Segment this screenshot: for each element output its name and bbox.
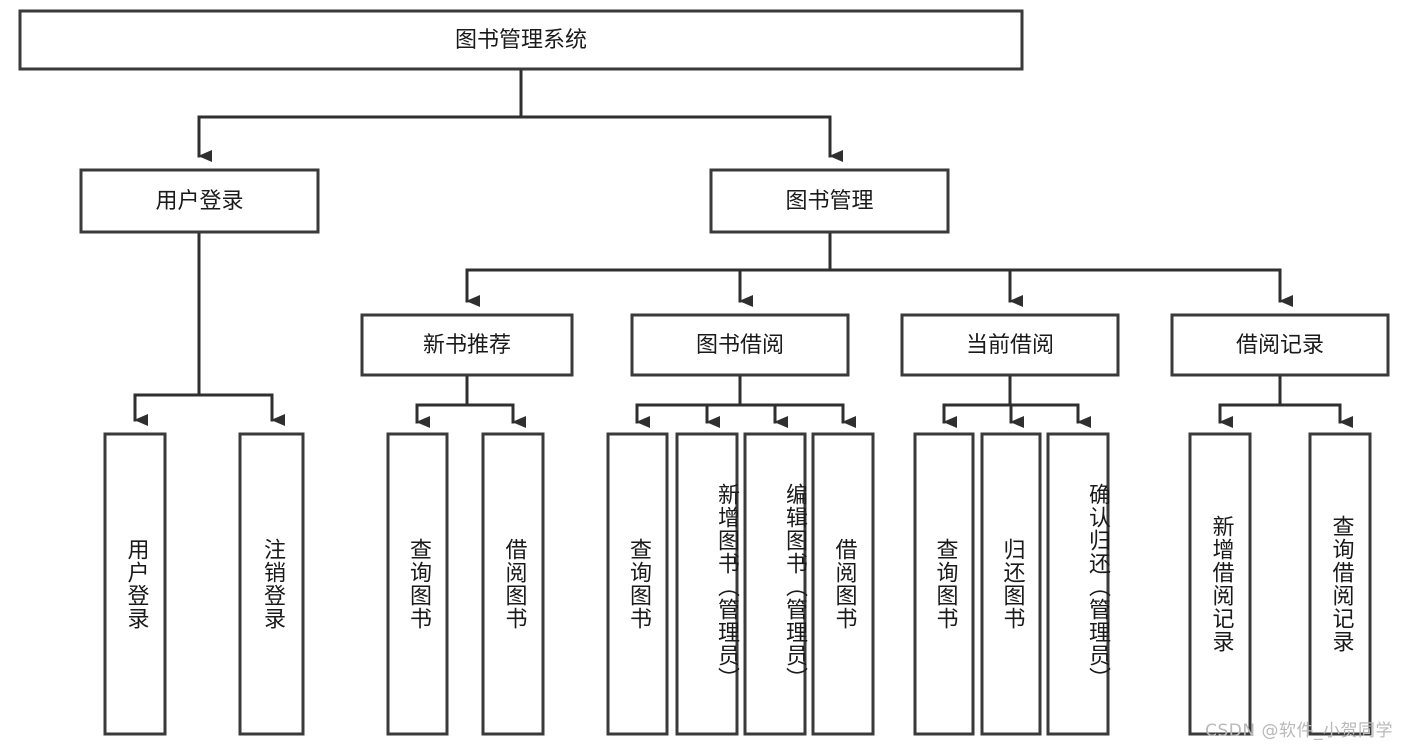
node-leaf-add-borrow-record-box[interactable] [1188, 432, 1252, 736]
node-leaf-query-borrow-record-box[interactable] [1308, 432, 1372, 736]
node-current-borrow-label: 当前借阅 [966, 333, 1054, 358]
csdn-watermark: CSDN @软件_小贺同学 [1205, 721, 1393, 741]
node-user-login-label: 用户登录 [155, 189, 243, 214]
node-book-manage[interactable]: 图书管理 [709, 168, 950, 234]
connector-group-borrow-record [1218, 373, 1353, 428]
node-leaf-return-book-box[interactable] [980, 432, 1042, 736]
connector-group-book-manage [465, 230, 1293, 307]
node-root-label: 图书管理系统 [455, 28, 587, 53]
node-book-borrow-box[interactable] [630, 313, 850, 377]
connector-group-new-book-recommend [415, 373, 526, 428]
node-book-manage-box[interactable] [709, 168, 950, 234]
node-borrow-record-label: 借阅记录 [1236, 333, 1324, 358]
node-leaf-query-book-rec-box[interactable] [386, 432, 449, 736]
node-new-book-recommend-label: 新书推荐 [423, 333, 511, 358]
node-root[interactable]: 图书管理系统 [18, 9, 1024, 71]
node-borrow-record-box[interactable] [1170, 313, 1390, 377]
node-new-book-recommend[interactable]: 新书推荐 [360, 313, 574, 377]
node-book-manage-label: 图书管理 [785, 189, 873, 214]
connector-group-book-borrow [635, 373, 856, 428]
node-borrow-record[interactable]: 借阅记录 [1170, 313, 1390, 377]
node-leaf-borrow-book-rec-box[interactable] [481, 432, 545, 736]
node-leaf-logout-login-box[interactable] [238, 432, 305, 736]
node-book-borrow[interactable]: 图书借阅 [630, 313, 850, 377]
node-user-login-box[interactable] [79, 168, 320, 234]
node-leaf-borrow-book-box[interactable] [811, 432, 875, 736]
node-leaf-edit-book-admin-box[interactable] [743, 432, 807, 736]
node-leaf-query-book-cur-box[interactable] [913, 432, 975, 736]
node-current-borrow-box[interactable] [900, 313, 1120, 377]
node-leaf-confirm-return-admin-box[interactable] [1046, 432, 1110, 736]
node-leaf-user-login-box[interactable] [103, 432, 167, 736]
connector-group-current-borrow [942, 373, 1091, 428]
node-root-box[interactable] [18, 9, 1024, 71]
node-new-book-recommend-box[interactable] [360, 313, 574, 377]
node-leaf-add-book-admin-box[interactable] [675, 432, 739, 736]
node-user-login[interactable]: 用户登录 [79, 168, 320, 234]
connector-group-user-login [133, 230, 285, 426]
leaf-boxes [103, 432, 1372, 736]
node-leaf-query-book-borrow-box[interactable] [606, 432, 669, 736]
node-book-borrow-label: 图书借阅 [696, 333, 784, 358]
node-current-borrow[interactable]: 当前借阅 [900, 313, 1120, 377]
connector-group-root [197, 67, 843, 162]
